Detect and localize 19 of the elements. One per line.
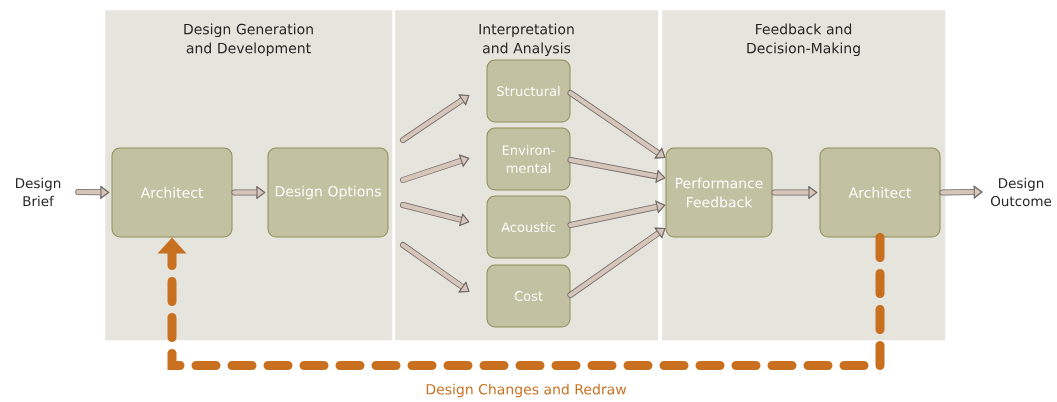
process-box: Cost [486, 264, 571, 328]
arrow [939, 185, 983, 199]
process-box: Architect [111, 147, 233, 238]
arrow [400, 242, 470, 293]
feedback-arrow [157, 233, 885, 370]
arrow [567, 90, 666, 159]
arrow [567, 200, 666, 228]
arrow [400, 94, 470, 143]
process-box: Architect [819, 147, 941, 238]
process-box: Design Options [267, 147, 389, 238]
process-box: Structural [486, 59, 571, 123]
process-box: Environ- mental [486, 127, 571, 191]
arrow [400, 154, 470, 183]
process-box: Acoustic [486, 195, 571, 259]
arrow [567, 227, 666, 298]
process-box: Performance Feedback [665, 147, 773, 238]
text-label: Design Brief [16, 177, 61, 207]
edge-label: Design Changes and Redraw [423, 381, 629, 400]
text-label: Design Outcome [990, 177, 1052, 207]
